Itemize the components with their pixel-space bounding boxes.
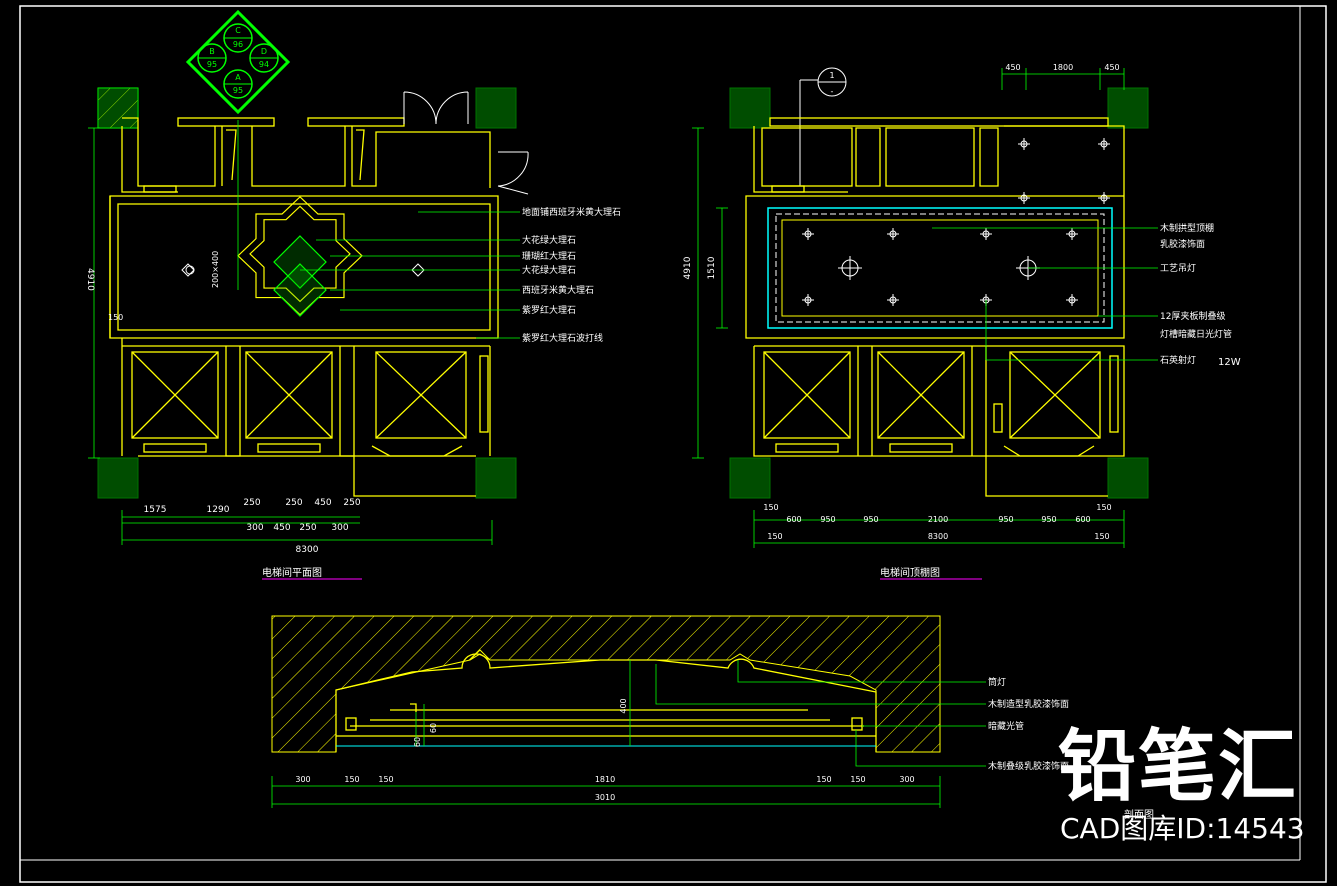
ceiling-dim: 950 [998, 515, 1013, 524]
pendant-lamp-icon [838, 256, 1040, 280]
section-label: 暗藏光管 [988, 720, 1024, 732]
plan-dim: 250 [243, 498, 260, 508]
pillar [475, 457, 517, 499]
plan-label: 珊瑚红大理石 [522, 250, 576, 262]
ceiling-top-dim: 1800 [1053, 63, 1073, 72]
plan-dim: 1575 [144, 505, 167, 515]
plan-label: 紫罗红大理石 [522, 304, 576, 316]
floor-medallion [237, 196, 363, 317]
compass-num-d: 94 [259, 60, 269, 69]
ceiling-dim: 950 [863, 515, 878, 524]
section-dim: 150 [850, 775, 865, 784]
compass-label-d: D [261, 47, 267, 56]
section-step-dim: 60 [413, 737, 422, 747]
ceiling-dim: 150 [767, 532, 782, 541]
pillar [729, 457, 771, 499]
ceiling-dim: 950 [820, 515, 835, 524]
plan-dim: 450 [273, 523, 290, 533]
downlight-icon [802, 138, 1110, 306]
pillar [1107, 457, 1149, 499]
compass-label-a: A [235, 73, 241, 82]
door-swing [497, 151, 529, 195]
pillar [98, 88, 138, 128]
ceiling-dim: 600 [1075, 515, 1090, 524]
section-step-dim: 60 [429, 723, 438, 733]
ceiling-label: 12厚夹板制叠级 [1160, 310, 1225, 322]
compass-marker: C 96 B 95 D 94 A 95 [185, 9, 291, 115]
ceiling-dim: 950 [1041, 515, 1056, 524]
plan-label: 地面铺西班牙米黄大理石 [522, 206, 621, 218]
ceiling-inner-dim: 1510 [707, 256, 717, 279]
plan-title: 电梯间平面图 [262, 566, 322, 579]
ceiling-label: 木制拱型顶棚 [1160, 222, 1214, 234]
section-dim: 1810 [595, 775, 615, 784]
plan-dim: 250 [343, 498, 360, 508]
plan-total-dim: 8300 [296, 545, 319, 555]
pillar [97, 457, 139, 499]
section-dim: 150 [816, 775, 831, 784]
watermark-id: CAD图库ID:14543 [1060, 812, 1305, 845]
ceiling-label: 乳胶漆饰面 [1160, 238, 1205, 250]
svg-text:1: 1 [829, 71, 834, 80]
plan-side-dim: 150 [108, 313, 123, 322]
pillar [97, 87, 139, 129]
ceiling-label: 灯槽暗藏日光灯管 [1160, 328, 1232, 340]
elevator-hall-plan: C 96 B 95 D 94 A 95 [85, 9, 621, 580]
ceiling-top-dim: 450 [1005, 63, 1020, 72]
section-label: 木制叠级乳胶漆饰面 [988, 760, 1069, 772]
compass-num-c: 96 [233, 40, 243, 49]
section-marker: 1 - [799, 67, 847, 186]
plan-dim: 1290 [207, 505, 230, 515]
pillar [729, 87, 771, 129]
ceiling-dim: 150 [1094, 532, 1109, 541]
section-label: 筒灯 [988, 676, 1006, 688]
section-hatch [271, 615, 941, 753]
section-title: 剖面图 [1124, 808, 1154, 821]
ceiling-total-dim: 8300 [928, 532, 948, 541]
plan-label: 西班牙米黄大理石 [522, 284, 594, 296]
plan-label: 紫罗红大理石波打线 [522, 332, 603, 344]
light-power: 12W [1218, 357, 1241, 368]
plan-vertical-dim: 4910 [85, 268, 95, 291]
compass-label-b: B [209, 47, 215, 56]
ceiling-vertical-dim: 4910 [683, 256, 693, 279]
compass-label-c: C [235, 26, 241, 35]
section-height-dim: 400 [619, 698, 628, 713]
drawing-border [19, 5, 1327, 883]
plan-dim: 250 [299, 523, 316, 533]
elevator-hall-ceiling-plan: 1 - [683, 63, 1241, 580]
section-label: 木制造型乳胶漆饰面 [988, 698, 1069, 710]
ceiling-label: 石英射灯 [1160, 354, 1196, 366]
ceiling-dim: 600 [786, 515, 801, 524]
svg-text:-: - [831, 87, 834, 96]
door-swing [403, 91, 469, 125]
ceiling-top-dim: 450 [1104, 63, 1119, 72]
ceiling-label: 工艺吊灯 [1160, 263, 1196, 274]
watermark-brand: 铅笔汇 [1058, 722, 1299, 812]
section-dim: 300 [295, 775, 310, 784]
ceiling-title: 电梯间顶棚图 [880, 566, 940, 579]
tile-size-note: 200×400 [211, 251, 220, 288]
plan-label: 大花绿大理石 [522, 264, 576, 276]
pillar [475, 87, 517, 129]
plan-dim: 300 [331, 523, 348, 533]
section-total-dim: 3010 [595, 793, 615, 802]
ceiling-dim: 150 [763, 503, 778, 512]
compass-num-a: 95 [233, 86, 243, 95]
plan-dim: 250 [285, 498, 302, 508]
ceiling-section: 400 60 60 筒灯 木制造型乳胶漆饰面 暗藏光管 木制叠级乳胶漆饰面 30… [271, 615, 1154, 821]
plan-dim: 300 [246, 523, 263, 533]
ceiling-dim: 150 [1096, 503, 1111, 512]
section-dim: 150 [378, 775, 393, 784]
compass-num-b: 95 [207, 60, 217, 69]
section-dim: 150 [344, 775, 359, 784]
plan-label: 大花绿大理石 [522, 234, 576, 246]
section-dim: 300 [899, 775, 914, 784]
plan-dim: 450 [314, 498, 331, 508]
ceiling-dim: 2100 [928, 515, 948, 524]
pillar [1107, 87, 1149, 129]
